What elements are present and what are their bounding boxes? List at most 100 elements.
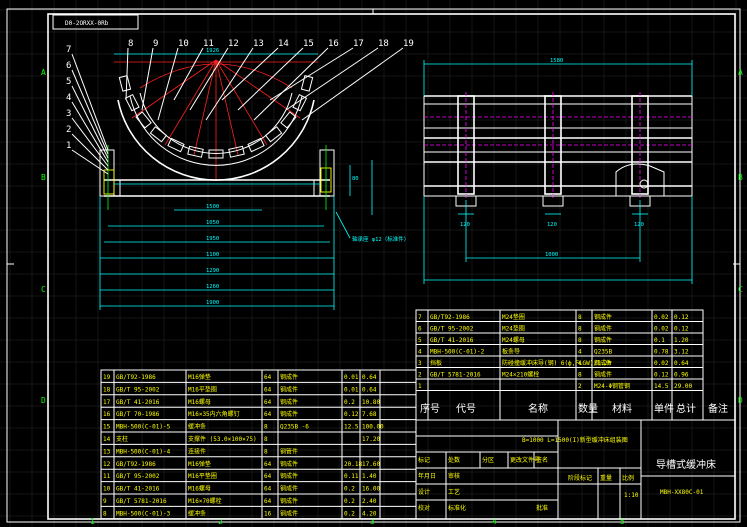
- bom-header-cell: 名称: [528, 402, 548, 415]
- bom-cell: 钢成件: [594, 359, 612, 367]
- bom-cell: M24螺母: [502, 336, 525, 344]
- stage-label: 阶段标记: [568, 474, 592, 482]
- bom-cell: 钢成件: [280, 472, 298, 480]
- bom-cell: 64: [264, 411, 272, 418]
- callout-number: 1: [66, 141, 71, 151]
- bom-cell: 8: [264, 424, 268, 431]
- bom-cell: 12: [103, 461, 111, 468]
- callout-number: 18: [378, 39, 389, 49]
- bom-cell: M24-Φ钢管钢: [594, 382, 630, 390]
- bom-cell: 17.60: [362, 461, 380, 468]
- bom-cell: 0.02: [654, 360, 669, 367]
- callout-number: 7: [66, 45, 71, 55]
- title-block-label: 年月日: [418, 472, 436, 480]
- callout-number: 15: [303, 39, 314, 49]
- bom-cell: 连接件: [188, 447, 206, 455]
- bom-cell: GB/T 41-2016: [116, 486, 160, 493]
- bom-cell: 64: [264, 498, 272, 505]
- svg-text:D: D: [41, 396, 46, 405]
- callout-number: 9: [153, 39, 158, 49]
- callout-number: 14: [278, 39, 289, 49]
- bom-cell: Q235B: [594, 349, 612, 356]
- svg-text:2: 2: [218, 517, 223, 526]
- callout-number: 12: [228, 39, 239, 49]
- bom-cell: GB/T 5781-2016: [116, 498, 167, 505]
- bom-cell: 8: [264, 436, 268, 443]
- bom-cell: 4.20: [362, 510, 377, 517]
- bom-cell: 20.18: [344, 461, 362, 468]
- bom-cell: 7: [418, 314, 422, 321]
- bom-cell: 17: [103, 399, 111, 406]
- bom-cell: M16×70螺栓: [188, 497, 222, 505]
- title-drawing-no: MBH-XX80C-01: [660, 489, 704, 496]
- bom-cell: 11: [103, 473, 111, 480]
- bom-cell: 0.2: [344, 510, 355, 517]
- bom-cell: GB/T92-1986: [430, 314, 470, 321]
- callout-number: 3: [66, 109, 71, 119]
- bom-cell: 板条导: [502, 348, 520, 356]
- svg-text:3: 3: [370, 517, 375, 526]
- title-block-label: 处数: [448, 456, 460, 464]
- callout-number: 16: [328, 39, 339, 49]
- buffer-block: [149, 126, 168, 143]
- bom-cell: 16: [264, 510, 272, 517]
- bom-header-cell: 数量: [578, 402, 598, 415]
- bom-cell: GB/T 70-1986: [116, 411, 160, 418]
- bom-cell: 15: [103, 424, 111, 431]
- bom-header-cell: 单件: [654, 403, 674, 415]
- title-block-label: 标记: [418, 456, 430, 464]
- svg-text:80: 80: [352, 176, 359, 182]
- callout-number: 6: [66, 61, 71, 71]
- bom-cell: M24垫圈: [502, 313, 525, 321]
- bom-cell: 钢管件: [280, 447, 298, 455]
- buffer-block: [300, 74, 314, 92]
- bom-cell: 0.12: [344, 411, 359, 418]
- buffer-block: [247, 137, 265, 153]
- bom-cell: 挡板: [430, 359, 442, 367]
- bom-cell: 钢成件: [594, 336, 612, 344]
- buffer-block: [135, 111, 152, 129]
- bom-cell: 防碰撞缓冲床导(钢) 6(ф,FLGW)/1.2h: [502, 359, 612, 367]
- bom-cell: GB/T 41-2016: [430, 337, 474, 344]
- bom-cell: 10: [103, 486, 111, 493]
- title-block-label: 更改文件号: [510, 456, 540, 464]
- svg-text:B: B: [738, 173, 743, 182]
- scale-label: 比例: [622, 474, 634, 482]
- bom-cell: M16平垫圈: [188, 385, 217, 393]
- bom-cell: 10.80: [362, 399, 380, 406]
- bom-cell: 12.5: [344, 424, 359, 431]
- dim-label: 120: [634, 222, 644, 228]
- bom-cell: 0.2: [344, 399, 355, 406]
- bom-cell: M16螺母: [188, 398, 211, 406]
- bom-cell: 钢成件: [280, 497, 298, 505]
- svg-text:A: A: [738, 68, 743, 77]
- bom-cell: 2: [418, 372, 422, 379]
- bom-cell: 0.78: [654, 349, 669, 356]
- left-note: 轴承座 φ12（标准件）: [352, 235, 409, 243]
- buffer-block: [124, 93, 140, 112]
- buffer-block: [292, 93, 308, 112]
- bom-cell: 3: [418, 360, 422, 367]
- bom-cell: 缓冲条: [188, 423, 206, 431]
- bom-cell: MBH-500(C-01)-5: [116, 424, 171, 431]
- front-view-cross-section: 1926 1050 1950 1100 1290 1260 1900 1500 …: [99, 48, 409, 310]
- bom-header-cell: 序号: [420, 402, 440, 415]
- bom-cell: 8: [578, 314, 582, 321]
- bom-cell: GB/T92-1986: [116, 461, 156, 468]
- weight-label: 重量: [600, 474, 612, 482]
- bom-header-cell: 总计: [676, 402, 696, 415]
- bom-header-cell: 代号: [456, 403, 476, 415]
- svg-text:B: B: [41, 173, 46, 182]
- svg-text:D: D: [738, 396, 743, 405]
- bom-cell: 6: [418, 326, 422, 333]
- scale-value: 1:10: [624, 492, 639, 499]
- bom-cell: 1.20: [674, 337, 689, 344]
- bom-cell: 19: [103, 374, 111, 381]
- bom-cell: 钢成件: [280, 460, 298, 468]
- svg-text:C: C: [41, 285, 46, 294]
- buffer-block: [187, 145, 204, 158]
- bom-cell: 0.64: [362, 386, 377, 393]
- bom-cell: 0.12: [674, 314, 689, 321]
